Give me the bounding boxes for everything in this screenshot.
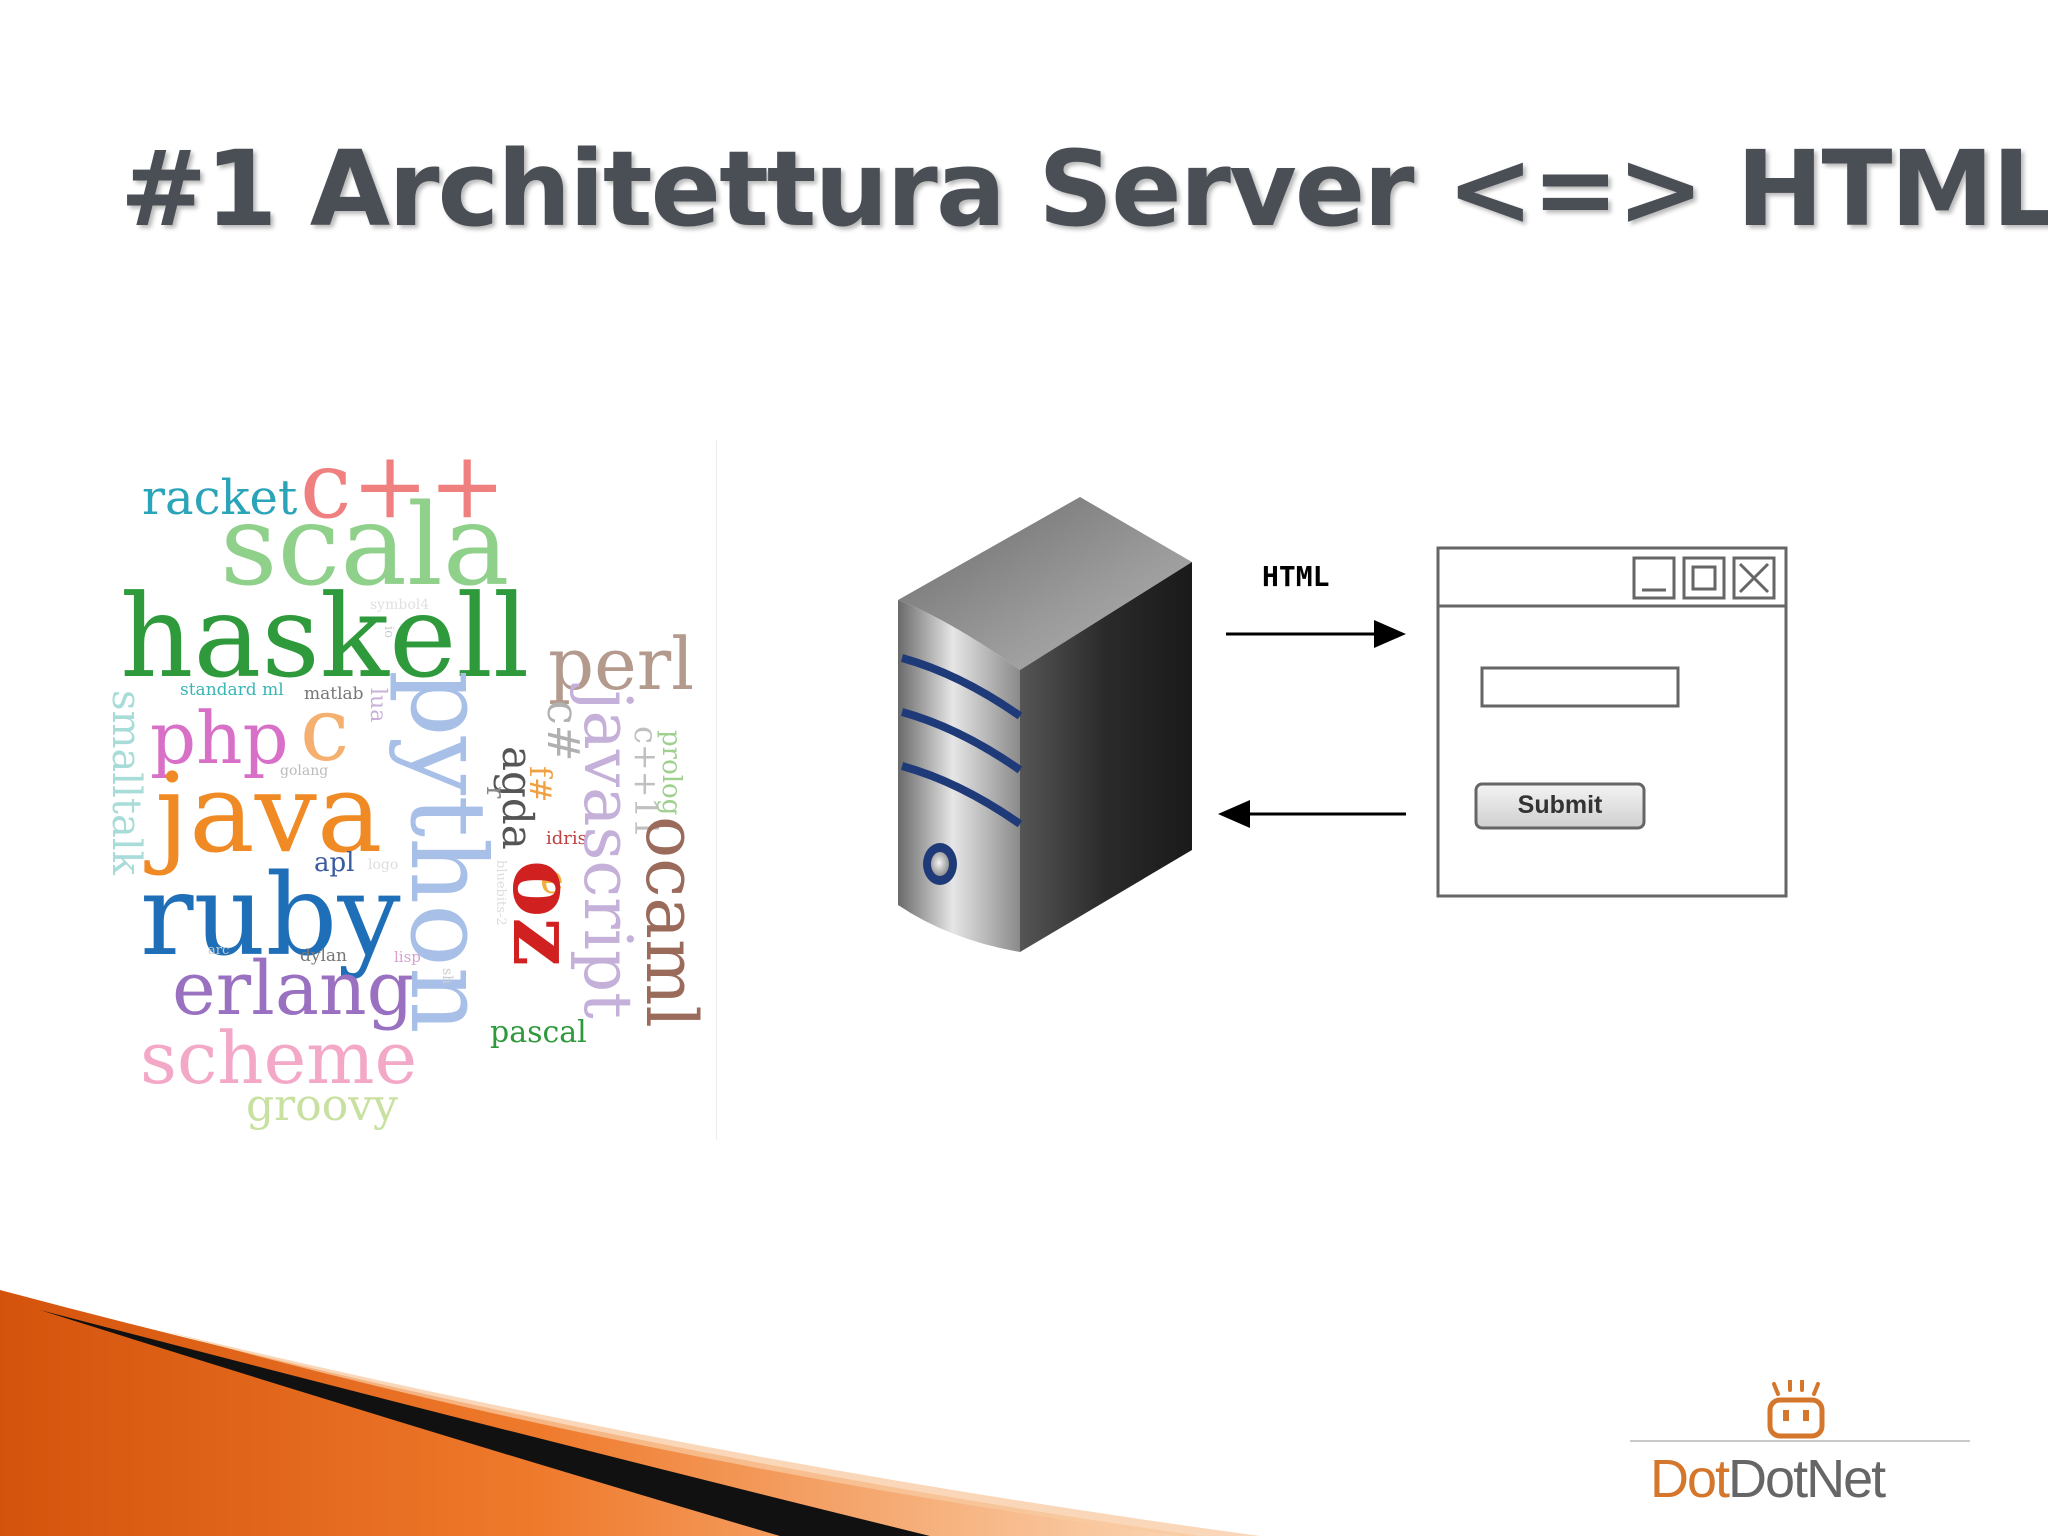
brand-part-net: Net (1806, 1449, 1886, 1509)
minimize-icon (1632, 556, 1676, 600)
swoosh-orange (0, 1290, 1200, 1536)
close-icon (1732, 556, 1776, 600)
slide-title: #1 Architettura Server <=> HTML (120, 128, 2048, 250)
word-matlab: matlab (304, 684, 364, 704)
word-cpp11: c++11 (627, 726, 665, 839)
word-pascal: pascal (490, 1015, 587, 1050)
word-ruby: ruby (140, 851, 401, 981)
server-stripe (900, 762, 1023, 828)
language-word-cloud: racket c++ scala symbol4 haskell perl st… (100, 440, 717, 1140)
word-lisp: lisp (394, 948, 421, 966)
word-javascript: javascript (569, 690, 646, 1019)
text-input-mockup (1480, 666, 1680, 708)
server-top-face (898, 497, 1192, 670)
maximize-icon (1682, 556, 1726, 600)
window-frame (1436, 546, 1788, 898)
word-sh: sh (439, 968, 455, 985)
word-r: r (480, 786, 510, 799)
decorative-swoosh (0, 1290, 1260, 1536)
server-stripe (900, 708, 1023, 774)
word-oz: oz (493, 860, 594, 967)
word-csharp: c# (537, 700, 588, 762)
submit-button-mockup (1474, 782, 1646, 830)
dotdotnet-logo: DotDotNet (1620, 1380, 1980, 1520)
arrow-head-right-icon (1374, 620, 1406, 648)
word-lua: lua (365, 688, 390, 723)
word-fsharp: f# (522, 766, 557, 803)
arrow-head-left-icon (1218, 800, 1250, 828)
word-racket: racket (142, 470, 298, 526)
word-groovy: groovy (246, 1080, 398, 1131)
word-erlang: erlang (172, 946, 414, 1032)
brand-part-dot-2: Dot (1728, 1449, 1808, 1509)
word-java: java (155, 749, 383, 877)
mascot-icon (1767, 1380, 1825, 1439)
word-c: c (300, 678, 350, 781)
word-agda: agda (493, 746, 542, 850)
response-arrow (1226, 620, 1406, 648)
brand-part-dot-1: Dot (1650, 1449, 1730, 1509)
word-python: python (387, 670, 509, 1034)
word-apl: apl (314, 848, 355, 878)
server-side-face (1020, 562, 1192, 952)
word-logo: logo (368, 857, 399, 873)
word-io: io (381, 626, 396, 638)
word-idris: idris (546, 828, 587, 849)
server-power-led (931, 852, 949, 876)
word-e: e (540, 857, 564, 903)
word-arc: arc (208, 943, 230, 958)
word-ocaml: ocaml (630, 816, 712, 1028)
server-stripe (900, 654, 1023, 720)
word-golang: golang (280, 763, 329, 779)
word-scala: scala (220, 481, 510, 611)
request-arrow (1218, 800, 1406, 828)
word-symbol4: symbol4 (370, 597, 430, 613)
word-scheme: scheme (140, 1016, 418, 1100)
word-prolog: prolog (656, 730, 686, 816)
word-standard-ml: standard ml (180, 680, 284, 700)
word-cpp: c++ (300, 432, 506, 539)
word-php: php (150, 696, 289, 780)
word-bluebits: bluebits-2 (493, 860, 508, 926)
word-perl: perl (548, 622, 695, 706)
word-smalltalk: smalltalk (103, 690, 149, 875)
submit-button-label: Submit (1518, 791, 1603, 819)
server-icon (898, 497, 1192, 952)
brand-name: DotDotNet (1650, 1448, 1886, 1510)
browser-window-mockup: Submit (1436, 546, 1788, 898)
html-arrow-label: HTML (1262, 560, 1329, 593)
word-haskell: haskell (120, 570, 530, 703)
logo-divider (1630, 1440, 1970, 1442)
word-dylan: dylan (300, 946, 348, 966)
